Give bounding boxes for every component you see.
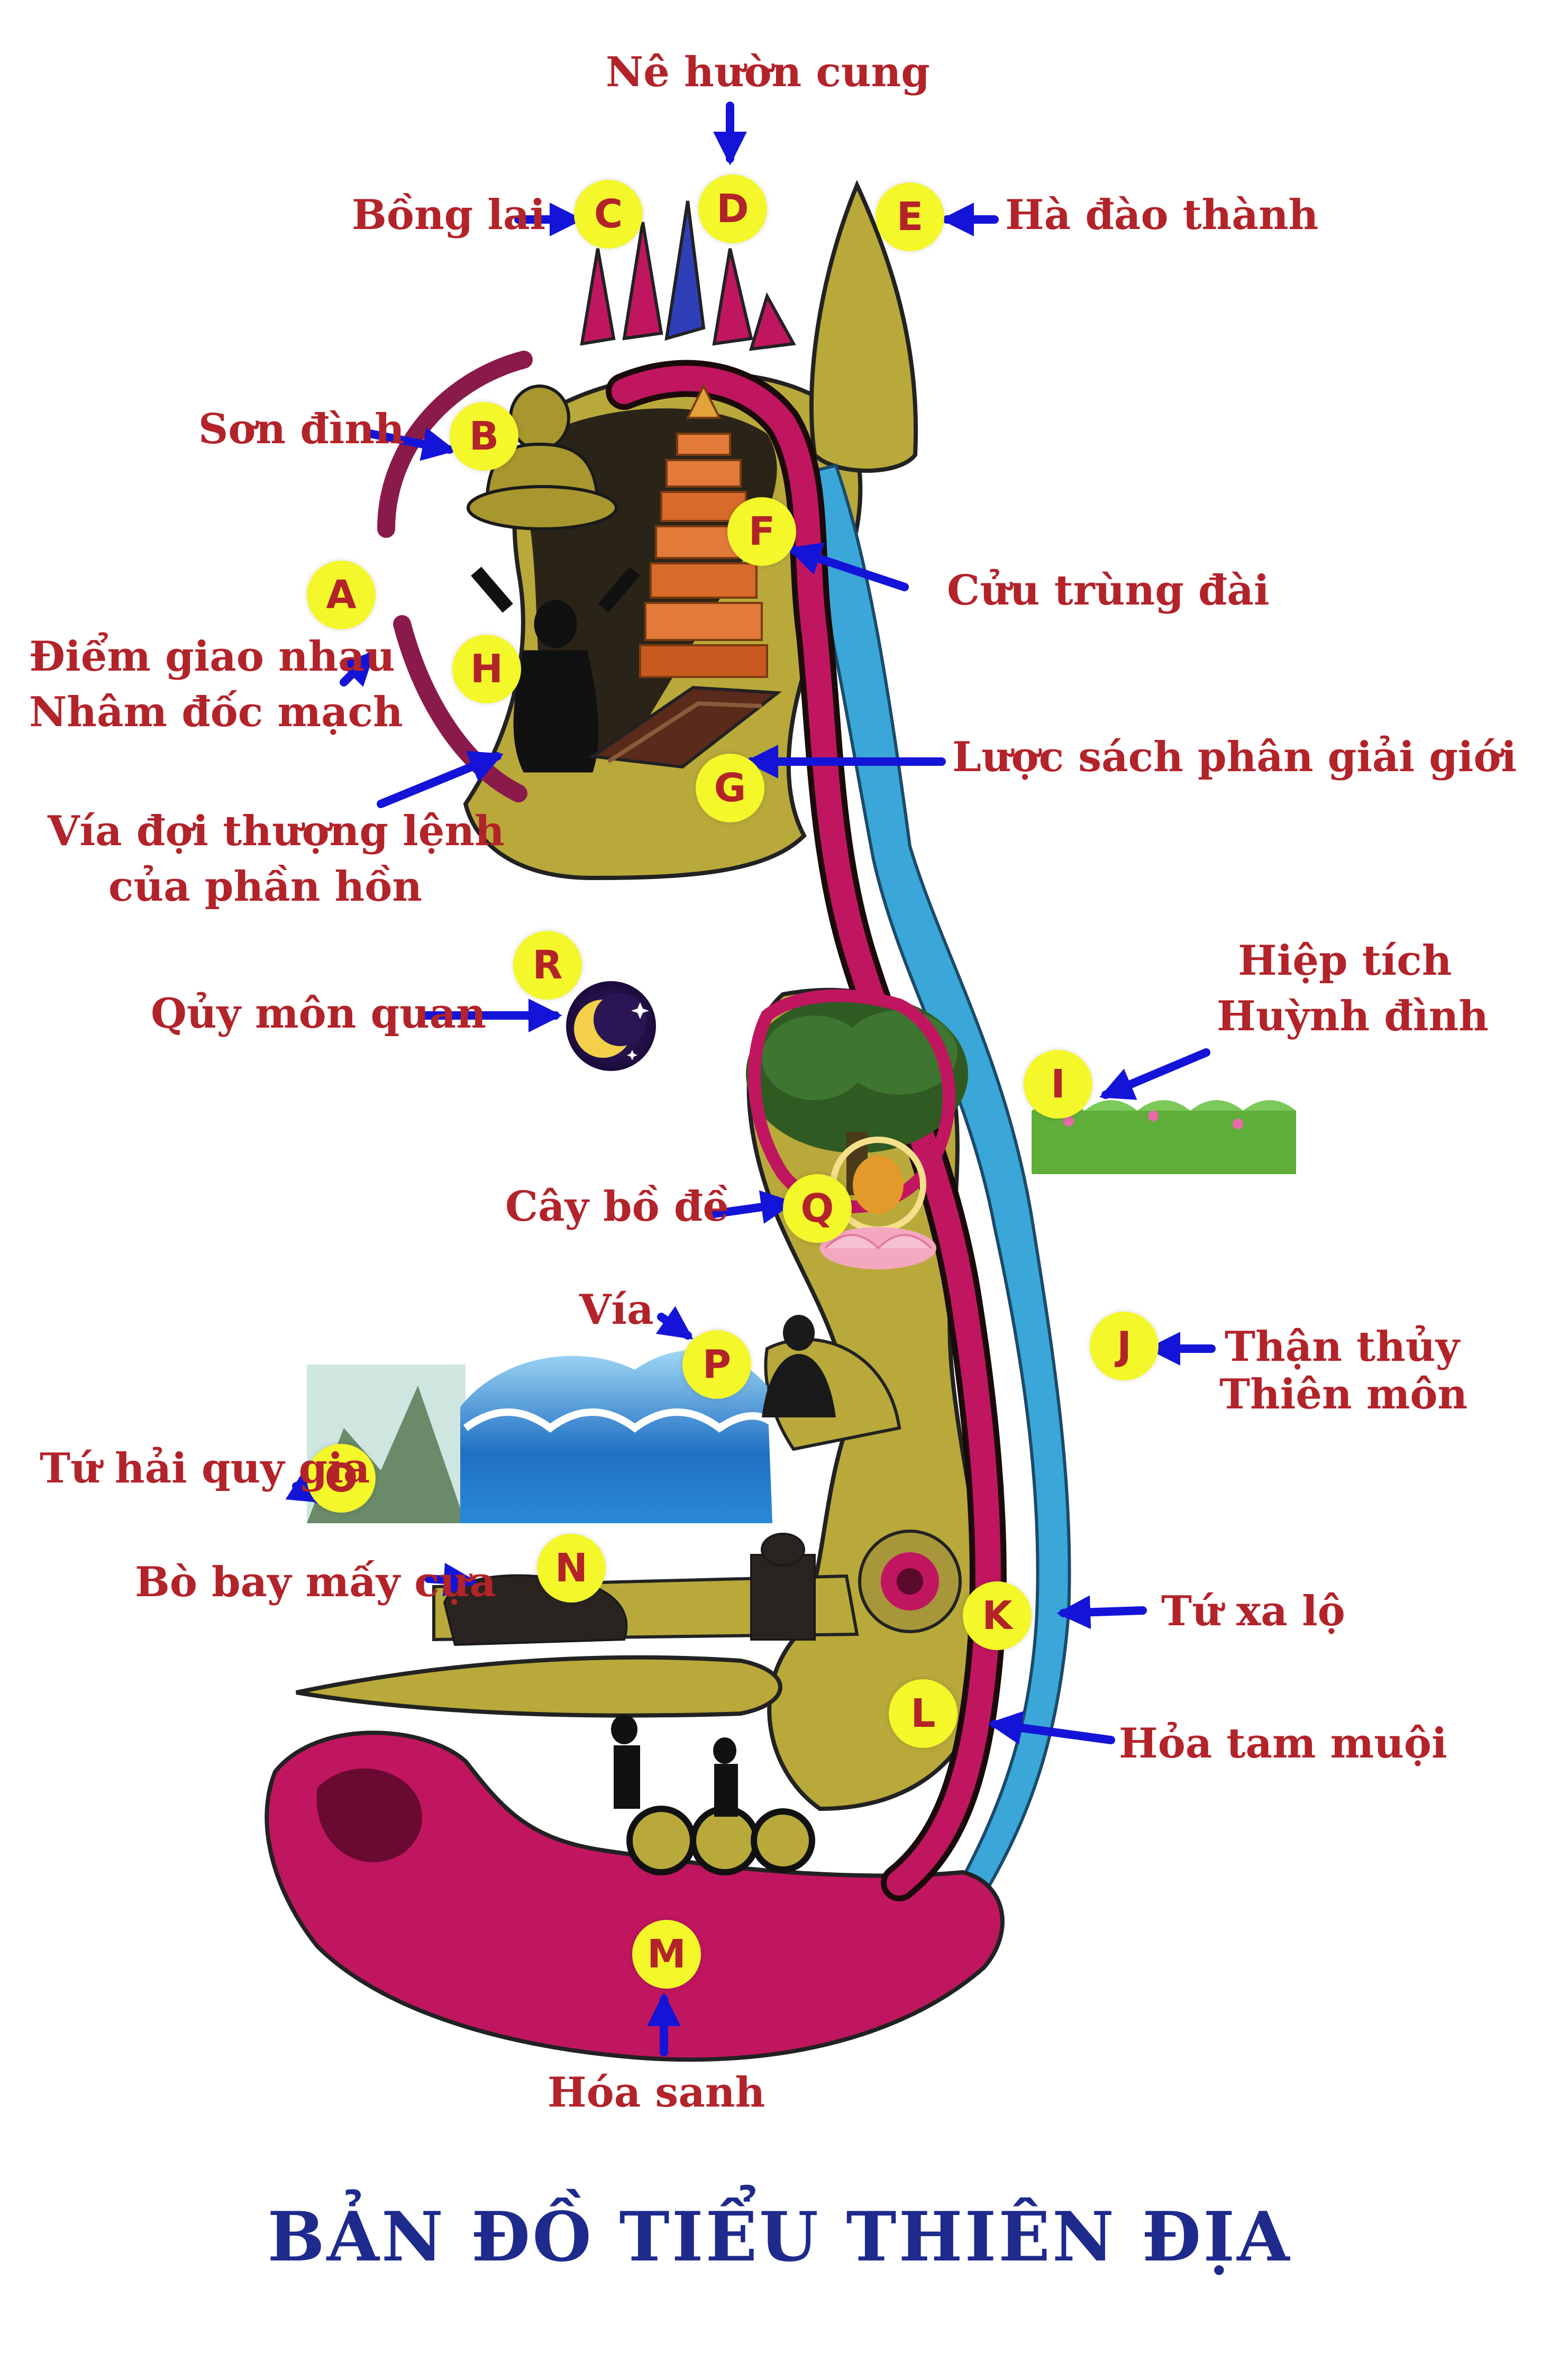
label-son-dinh: Sơn đình [198, 405, 405, 453]
grass-icon [1032, 1100, 1296, 1174]
label-via-doi-2: của phần hồn [108, 863, 422, 911]
label-ne-huon-cung: Nê hườn cung [606, 48, 930, 96]
label-luoc-sach: Lược sách phân giải giới [952, 733, 1517, 781]
marker-n: N [537, 1534, 606, 1603]
label-bo-bay: Bò bay mấy cựa [135, 1558, 496, 1606]
base-swirl [265, 1731, 1005, 2062]
top-peaks [580, 200, 796, 351]
label-via: Vía [579, 1286, 654, 1334]
arrow-cuu-trung-dai [787, 542, 909, 591]
base-swirl-inner [316, 1768, 422, 1863]
pagoda-icon [639, 383, 768, 678]
label-via-doi-1: Vía đợi thượng lệnh [48, 807, 505, 855]
marker-j: J [1090, 1312, 1159, 1380]
chariot-icon [626, 1806, 815, 1875]
marker-i: I [1024, 1050, 1092, 1119]
label-nham-doc-mach: Nhâm đốc mạch [29, 688, 403, 736]
marker-c: C [574, 180, 643, 249]
marker-m: M [632, 1920, 701, 1989]
lotus-icon [820, 1137, 936, 1269]
label-cay-bo-de: Cây bồ đề [505, 1183, 729, 1231]
book-icon [588, 685, 782, 769]
marker-o: O [307, 1444, 376, 1513]
flower-ornament [858, 1530, 962, 1633]
arrow-hoa-tam-muoi [988, 1711, 1115, 1745]
marker-r: R [513, 931, 582, 1000]
label-hoa-tam-muoi: Hỏa tam muội [1119, 1719, 1447, 1768]
marker-q: Q [783, 1174, 852, 1243]
label-tu-hai-quy-gia: Tứ hải quy gia [40, 1444, 370, 1493]
arrow-hiep-tich [1099, 1048, 1210, 1100]
label-thien-mon: Thiên môn [1219, 1370, 1468, 1418]
marker-k: K [963, 1581, 1032, 1650]
map-title: BẢN ĐỒ TIỂU THIÊN ĐỊA [267, 2198, 1292, 2277]
tree-rock [748, 989, 955, 1213]
marker-b: B [450, 402, 518, 471]
label-diem-giao-nhau: Điểm giao nhau [29, 633, 395, 681]
via-figure-icon [762, 1315, 836, 1417]
label-huynh-dinh: Huỳnh đình [1217, 992, 1489, 1040]
marker-p: P [682, 1330, 751, 1399]
ocean-wave-icon [460, 1350, 775, 1523]
marker-l: L [889, 1679, 958, 1748]
marker-g: G [696, 754, 764, 822]
label-bong-lai: Bồng lai [352, 191, 546, 239]
arrow-bo-bay [424, 1562, 478, 1597]
label-ha-dao-thanh: Hà đào thành [1005, 191, 1319, 239]
arrow-tu-xa-lo [1056, 1595, 1147, 1630]
marker-d: D [698, 175, 767, 243]
marker-a: A [307, 561, 376, 629]
label-hiep-tich: Hiệp tích [1238, 937, 1452, 985]
label-quy-mon-quan: Qủy môn quan [151, 990, 487, 1038]
label-than-thuy: Thận thủy [1225, 1323, 1460, 1371]
marker-f: F [727, 497, 796, 566]
chariot-riders [611, 1715, 738, 1817]
arrow-via [655, 1306, 694, 1340]
label-hoa-sanh: Hóa sanh [548, 2068, 765, 2117]
arrow-via-doi [377, 750, 504, 808]
label-cuu-trung-dai: Cửu trùng đài [947, 566, 1270, 615]
bodhi-tree-icon [746, 994, 968, 1195]
arrow-diem-giao-nhau [339, 651, 376, 687]
arrow-cay-bo-de [710, 1190, 795, 1224]
crescent-moon-icon [566, 981, 656, 1071]
label-tu-xa-lo: Tứ xa lộ [1161, 1587, 1345, 1635]
right-peak [809, 179, 918, 473]
buddha-statue-icon [467, 385, 618, 530]
head-ring-upper [377, 351, 533, 538]
marker-h: H [452, 635, 521, 703]
lower-ledge [296, 1655, 782, 1718]
arrow-son-dinh [366, 427, 457, 461]
marker-e: E [876, 182, 944, 251]
arrows [285, 102, 1216, 2056]
figure-h-icon [471, 566, 640, 773]
